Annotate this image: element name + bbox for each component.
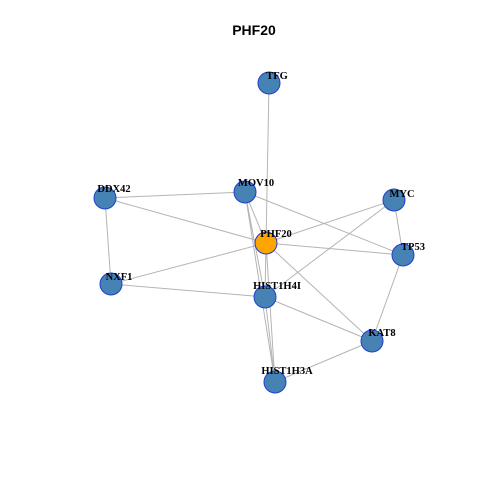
edge-ddx42-mov10 [104,191,246,199]
node-mov10 [233,180,257,204]
node-label-kat8: KAT8 [368,328,395,339]
node-label-phf20: PHF20 [260,229,292,240]
node-label-ddx42: DDX42 [97,184,130,195]
edge-tfg-phf20 [265,82,270,244]
node-tfg [257,71,281,95]
node-label-hist1h4i: HIST1H4I [253,281,301,292]
node-nxf1 [99,272,123,296]
node-label-tfg: TFG [266,71,288,82]
node-phf20 [254,231,278,255]
node-label-nxf1: NXF1 [106,272,133,283]
edge-hist1h4i-kat8 [264,296,373,342]
node-ddx42 [93,186,117,210]
node-label-mov10: MOV10 [238,178,274,189]
edge-hist1h4i-hist1h3a [264,296,276,383]
edge-phf20-tp53 [265,242,404,256]
node-hist1h3a [263,370,287,394]
node-kat8 [360,329,384,353]
edge-tp53-kat8 [371,254,404,342]
edge-kat8-hist1h3a [274,340,373,383]
node-label-myc: MYC [389,189,414,200]
edge-ddx42-nxf1 [104,197,112,285]
edge-layer [104,82,404,383]
node-label-hist1h3a: HIST1H3A [261,366,313,377]
edge-phf20-hist1h3a [265,242,276,383]
edge-myc-phf20 [265,199,395,244]
edge-phf20-kat8 [265,242,373,342]
edge-phf20-nxf1 [110,242,267,285]
edge-ddx42-phf20 [104,197,267,244]
node-tp53 [391,243,415,267]
graph-title: PHF20 [232,22,276,38]
edge-nxf1-hist1h4i [110,283,266,298]
node-myc [382,188,406,212]
node-hist1h4i [253,285,277,309]
node-label-tp53: TP53 [401,242,425,253]
